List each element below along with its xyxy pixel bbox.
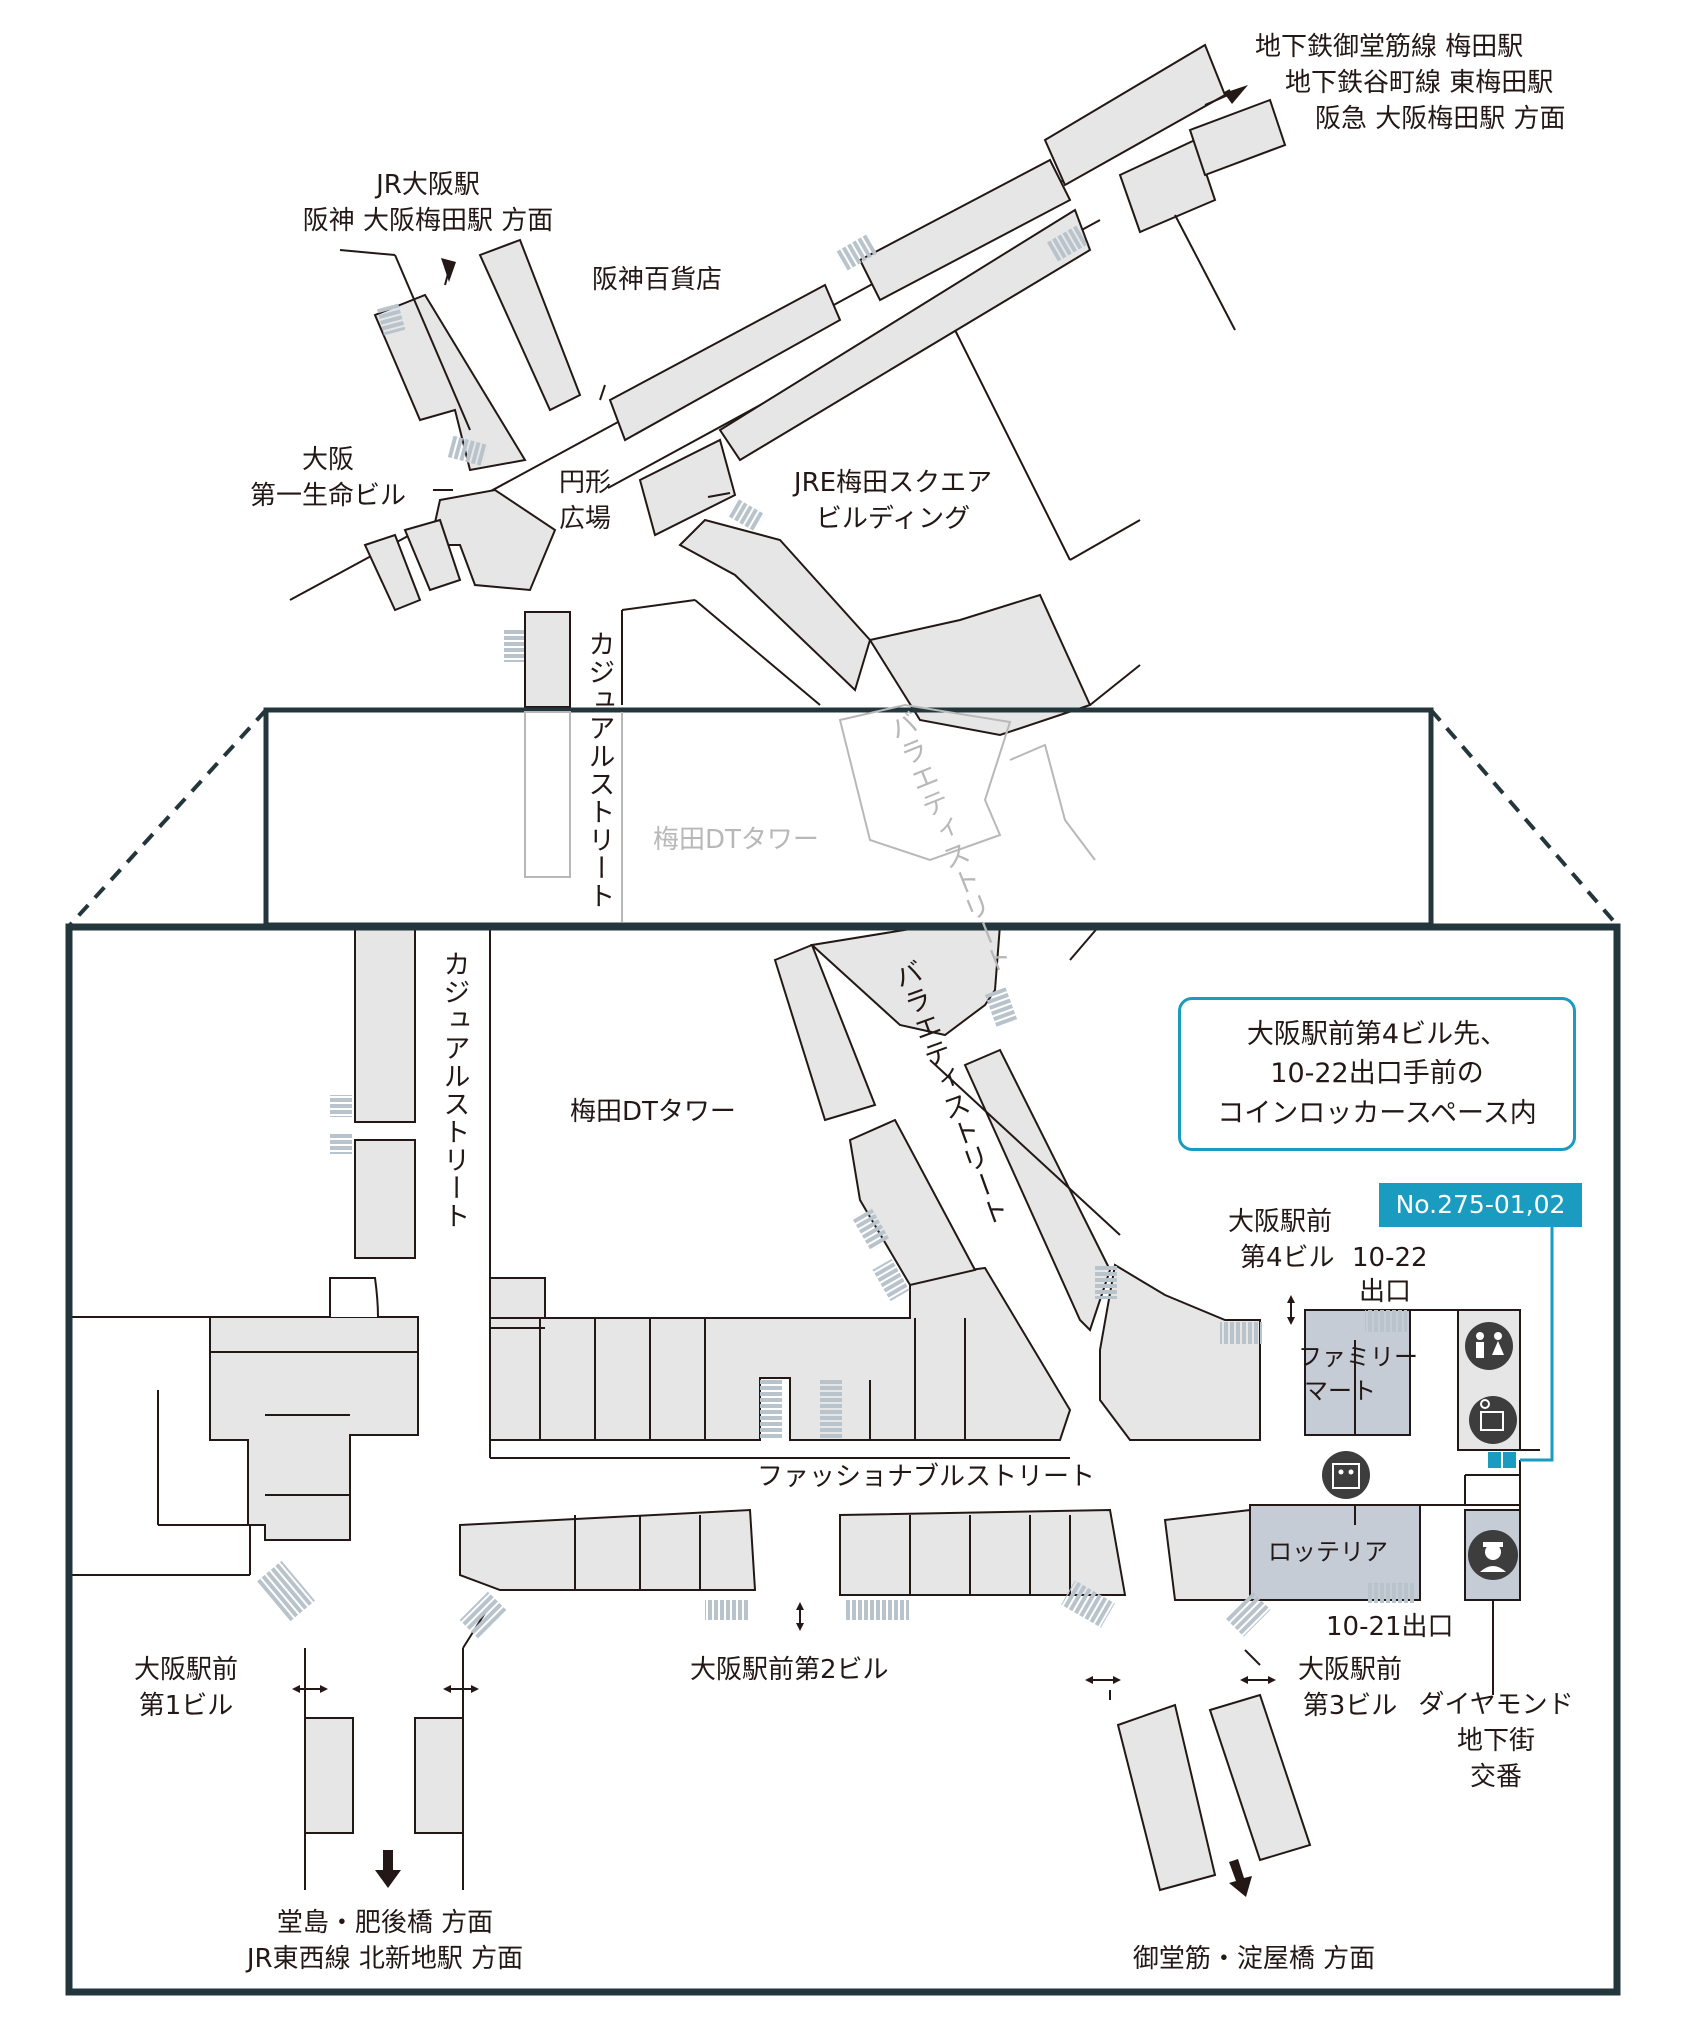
coin-locker-icon bbox=[1469, 1396, 1517, 1444]
koban-label-line1: ダイヤモンド bbox=[1418, 1690, 1574, 1720]
dojima-direction-label-line1: 堂島・肥後橋 方面 bbox=[276, 1908, 494, 1938]
exit-10-22-label-line2: 出口 bbox=[1358, 1277, 1412, 1307]
toilet-icon bbox=[1465, 1322, 1513, 1370]
jre-umeda-square-label-line2: ビルディング bbox=[815, 504, 971, 534]
jr-osaka-label-line2: 阪神 大阪梅田駅 方面 bbox=[302, 206, 554, 236]
callout-line2: 10-22出口手前の bbox=[1270, 1058, 1484, 1090]
familymart-label-line1: ファミリー bbox=[1298, 1343, 1418, 1371]
callout-line3: コインロッカースペース内 bbox=[1217, 1097, 1537, 1129]
overview-dt-tower-label: 梅田DTタワー bbox=[653, 825, 819, 855]
osaka-ekimae-bldg2-label: 大阪駅前第2ビル bbox=[690, 1655, 889, 1685]
lotteria-label: ロッテリア bbox=[1268, 1538, 1388, 1566]
osaka-ekimae-bldg3-label-line1: 大阪駅前 bbox=[1297, 1655, 1403, 1685]
dojima-direction-label-line2: JR東西線 北新地駅 方面 bbox=[246, 1944, 524, 1974]
locker-location-callout: 大阪駅前第4ビル先、 10-22出口手前の コインロッカースペース内 bbox=[1178, 997, 1576, 1151]
exit-10-22-label-line1: 10-22 bbox=[1352, 1243, 1428, 1273]
subway-destination-line3: 阪急 大阪梅田駅 方面 bbox=[1315, 104, 1566, 134]
exit-10-21-label: 10-21出口 bbox=[1326, 1612, 1454, 1642]
elevator-icon bbox=[1322, 1451, 1370, 1499]
locker-number-tag: No.275-01,02 bbox=[1379, 1183, 1582, 1227]
detail-stairs bbox=[257, 987, 1416, 1639]
zoom-window bbox=[68, 707, 1619, 928]
police-officer-icon bbox=[1468, 1530, 1518, 1580]
osaka-ekimae-bldg1-label-line1: 大阪駅前 bbox=[133, 1655, 239, 1685]
casual-street-label: カジュアルストリート bbox=[438, 950, 470, 1230]
osaka-ekimae-bldg4-label-line2: 第4ビル bbox=[1240, 1243, 1335, 1273]
daiichi-seimei-label-line2: 第一生命ビル bbox=[249, 481, 407, 511]
subway-destination-line1: 地下鉄御堂筋線 梅田駅 bbox=[1255, 32, 1524, 62]
direction-arrow-icon bbox=[375, 1850, 1252, 1897]
subway-destination-line2: 地下鉄谷町線 東梅田駅 bbox=[1285, 68, 1554, 98]
detail-frame bbox=[65, 923, 1621, 1996]
fashionable-street-label: ファッショナブルストリート bbox=[757, 1462, 1096, 1492]
circular-plaza-label-line1: 円形 bbox=[558, 468, 612, 498]
osaka-ekimae-bldg4-label-line1: 大阪駅前 bbox=[1227, 1207, 1333, 1237]
koban-label-line3: 交番 bbox=[1469, 1762, 1523, 1792]
dt-tower-label: 梅田DTタワー bbox=[570, 1097, 736, 1127]
circular-plaza-label-line2: 広場 bbox=[558, 504, 612, 534]
overview-casual-street-label: カジュアルストリート bbox=[583, 630, 615, 910]
osaka-ekimae-bldg3-label-line2: 第3ビル bbox=[1302, 1691, 1398, 1721]
koban-label-line2: 地下街 bbox=[1456, 1726, 1536, 1756]
overview-map bbox=[289, 43, 1287, 737]
window-faint-lines bbox=[524, 703, 1096, 922]
osaka-ekimae-bldg1-label-line2: 第1ビル bbox=[138, 1691, 234, 1721]
callout-line1: 大阪駅前第4ビル先、 bbox=[1246, 1019, 1508, 1051]
locker-leader-line bbox=[1488, 1226, 1554, 1468]
daiichi-seimei-label-line1: 大阪 bbox=[301, 445, 355, 475]
overview-stairs bbox=[376, 224, 1090, 662]
overview-arrows bbox=[433, 85, 1248, 498]
passage-arrows bbox=[292, 1295, 1295, 1693]
jr-osaka-label-line1: JR大阪駅 bbox=[376, 170, 480, 200]
familymart-label-line2: マート bbox=[1304, 1377, 1376, 1405]
jre-umeda-square-label-line1: JRE梅田スクエア bbox=[793, 468, 993, 498]
hanshin-dept-store-label: 阪神百貨店 bbox=[592, 265, 723, 295]
midosuji-direction-label: 御堂筋・淀屋橋 方面 bbox=[1132, 1944, 1376, 1974]
